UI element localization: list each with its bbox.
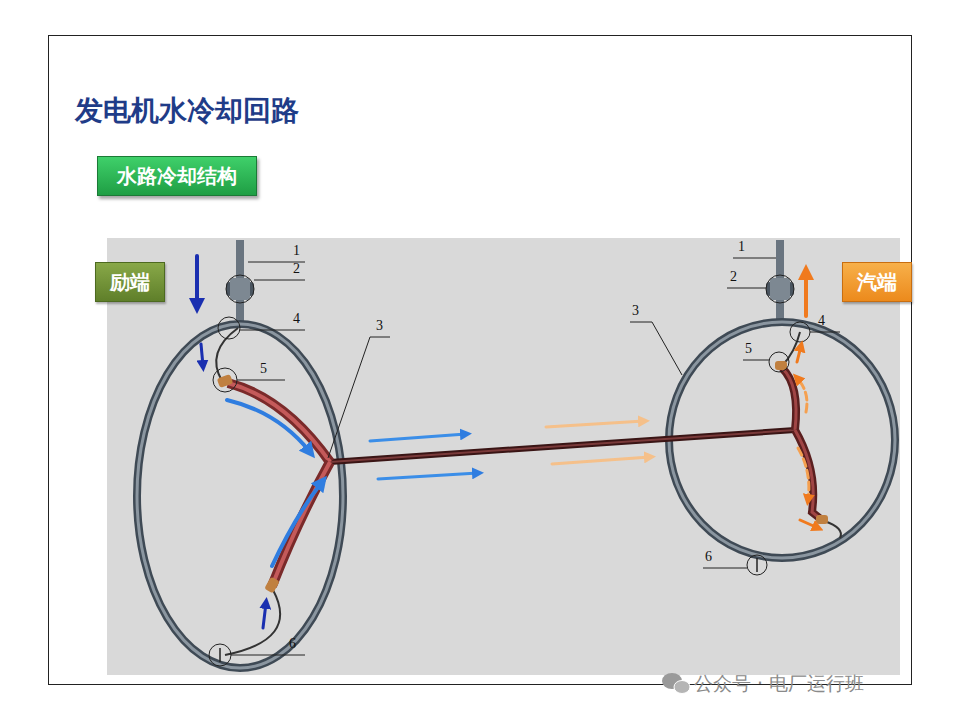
flow-arrows <box>272 482 322 566</box>
hoses <box>795 430 822 520</box>
flow-arrows <box>804 272 808 316</box>
hoses <box>228 383 330 462</box>
leader-lines <box>810 332 840 333</box>
callout-number: 6 <box>705 549 712 565</box>
leader-lines <box>231 655 305 656</box>
flow-arrows <box>797 378 807 412</box>
hoses <box>272 462 330 586</box>
node-text: 水路冷却结构 <box>117 163 237 190</box>
hose-fittings <box>775 361 787 370</box>
callout-number: 1 <box>293 243 300 259</box>
callout-number: 3 <box>376 318 383 334</box>
main-water-pipe-highlight <box>330 430 795 462</box>
callout-number: 4 <box>293 311 300 327</box>
callout-number: 1 <box>738 239 745 255</box>
callout-circles <box>218 317 240 339</box>
leader-lines <box>254 280 305 281</box>
flow-arrows <box>263 603 266 628</box>
drain-symbols <box>756 558 758 572</box>
hose-fittings <box>816 515 828 524</box>
flow-arrows <box>227 400 310 452</box>
section-button: 水路冷却结构 <box>97 156 257 196</box>
callout-number: 2 <box>730 269 737 285</box>
leader-lines <box>743 360 769 361</box>
turbine-end-tag: 汽端 <box>842 262 912 302</box>
exciter-ring <box>137 324 343 668</box>
drain-symbols <box>219 648 221 662</box>
outlet-pipe <box>766 240 794 324</box>
callout-number: 5 <box>745 341 752 357</box>
callout-number: 6 <box>289 636 296 652</box>
flow-arrows <box>798 448 809 500</box>
background-panel <box>107 238 900 675</box>
turbine-ring-highlight <box>669 322 895 558</box>
hoses <box>782 368 796 430</box>
slide-title: 发电机水冷却回路 <box>75 92 299 130</box>
leader-lines <box>630 322 682 375</box>
node-text: 励端 <box>110 269 150 296</box>
callout-circles <box>790 322 810 342</box>
exciter-ring-highlight <box>137 324 343 668</box>
inlet-pipe <box>230 278 250 300</box>
watermark-text: 公众号 · 电厂运行班 <box>694 671 864 697</box>
flow-arrows <box>370 434 466 441</box>
flow-arrows <box>552 457 650 464</box>
hoses <box>216 328 841 655</box>
leader-lines <box>231 258 840 655</box>
leader-lines <box>703 568 747 569</box>
watermark-icon <box>662 673 690 694</box>
callout-circles <box>209 275 810 666</box>
flow-arrows <box>195 256 199 306</box>
leader-lines <box>727 288 766 289</box>
callout-circles <box>213 368 237 392</box>
callout-circles <box>209 644 231 666</box>
callout-number: 2 <box>293 261 300 277</box>
callout-number: 3 <box>632 303 639 319</box>
flow-arrows <box>201 344 203 366</box>
hoses <box>782 368 796 430</box>
turbine-ring <box>669 322 895 558</box>
callout-circles <box>747 555 767 575</box>
exciter-end-tag: 励端 <box>95 262 165 302</box>
callout-circles <box>226 275 254 303</box>
flow-arrows <box>197 256 818 628</box>
flow-arrows <box>378 473 478 479</box>
drain-symbols <box>220 558 757 662</box>
inlet-pipe <box>226 240 254 324</box>
outlet-pipe <box>770 278 790 300</box>
hose-fittings <box>217 361 828 594</box>
callout-circles <box>766 275 794 303</box>
callout-number: 5 <box>260 361 267 377</box>
node-text: 汽端 <box>857 269 897 296</box>
flow-arrows <box>546 421 644 427</box>
leader-lines <box>237 380 285 381</box>
hoses <box>795 430 822 520</box>
hose-fittings <box>217 374 234 388</box>
hoses <box>225 590 280 655</box>
slide-frame <box>49 36 912 685</box>
leader-lines <box>733 258 776 259</box>
hose-fittings <box>264 576 280 593</box>
callout-circles <box>769 352 789 372</box>
hoses <box>228 383 330 462</box>
callout-number: 4 <box>818 313 825 329</box>
watermark-icon <box>674 681 690 694</box>
hoses <box>272 462 330 586</box>
main-water-pipe <box>330 430 795 462</box>
flow-arrows <box>800 520 818 528</box>
flow-arrows <box>797 346 801 362</box>
leader-lines <box>240 330 305 331</box>
